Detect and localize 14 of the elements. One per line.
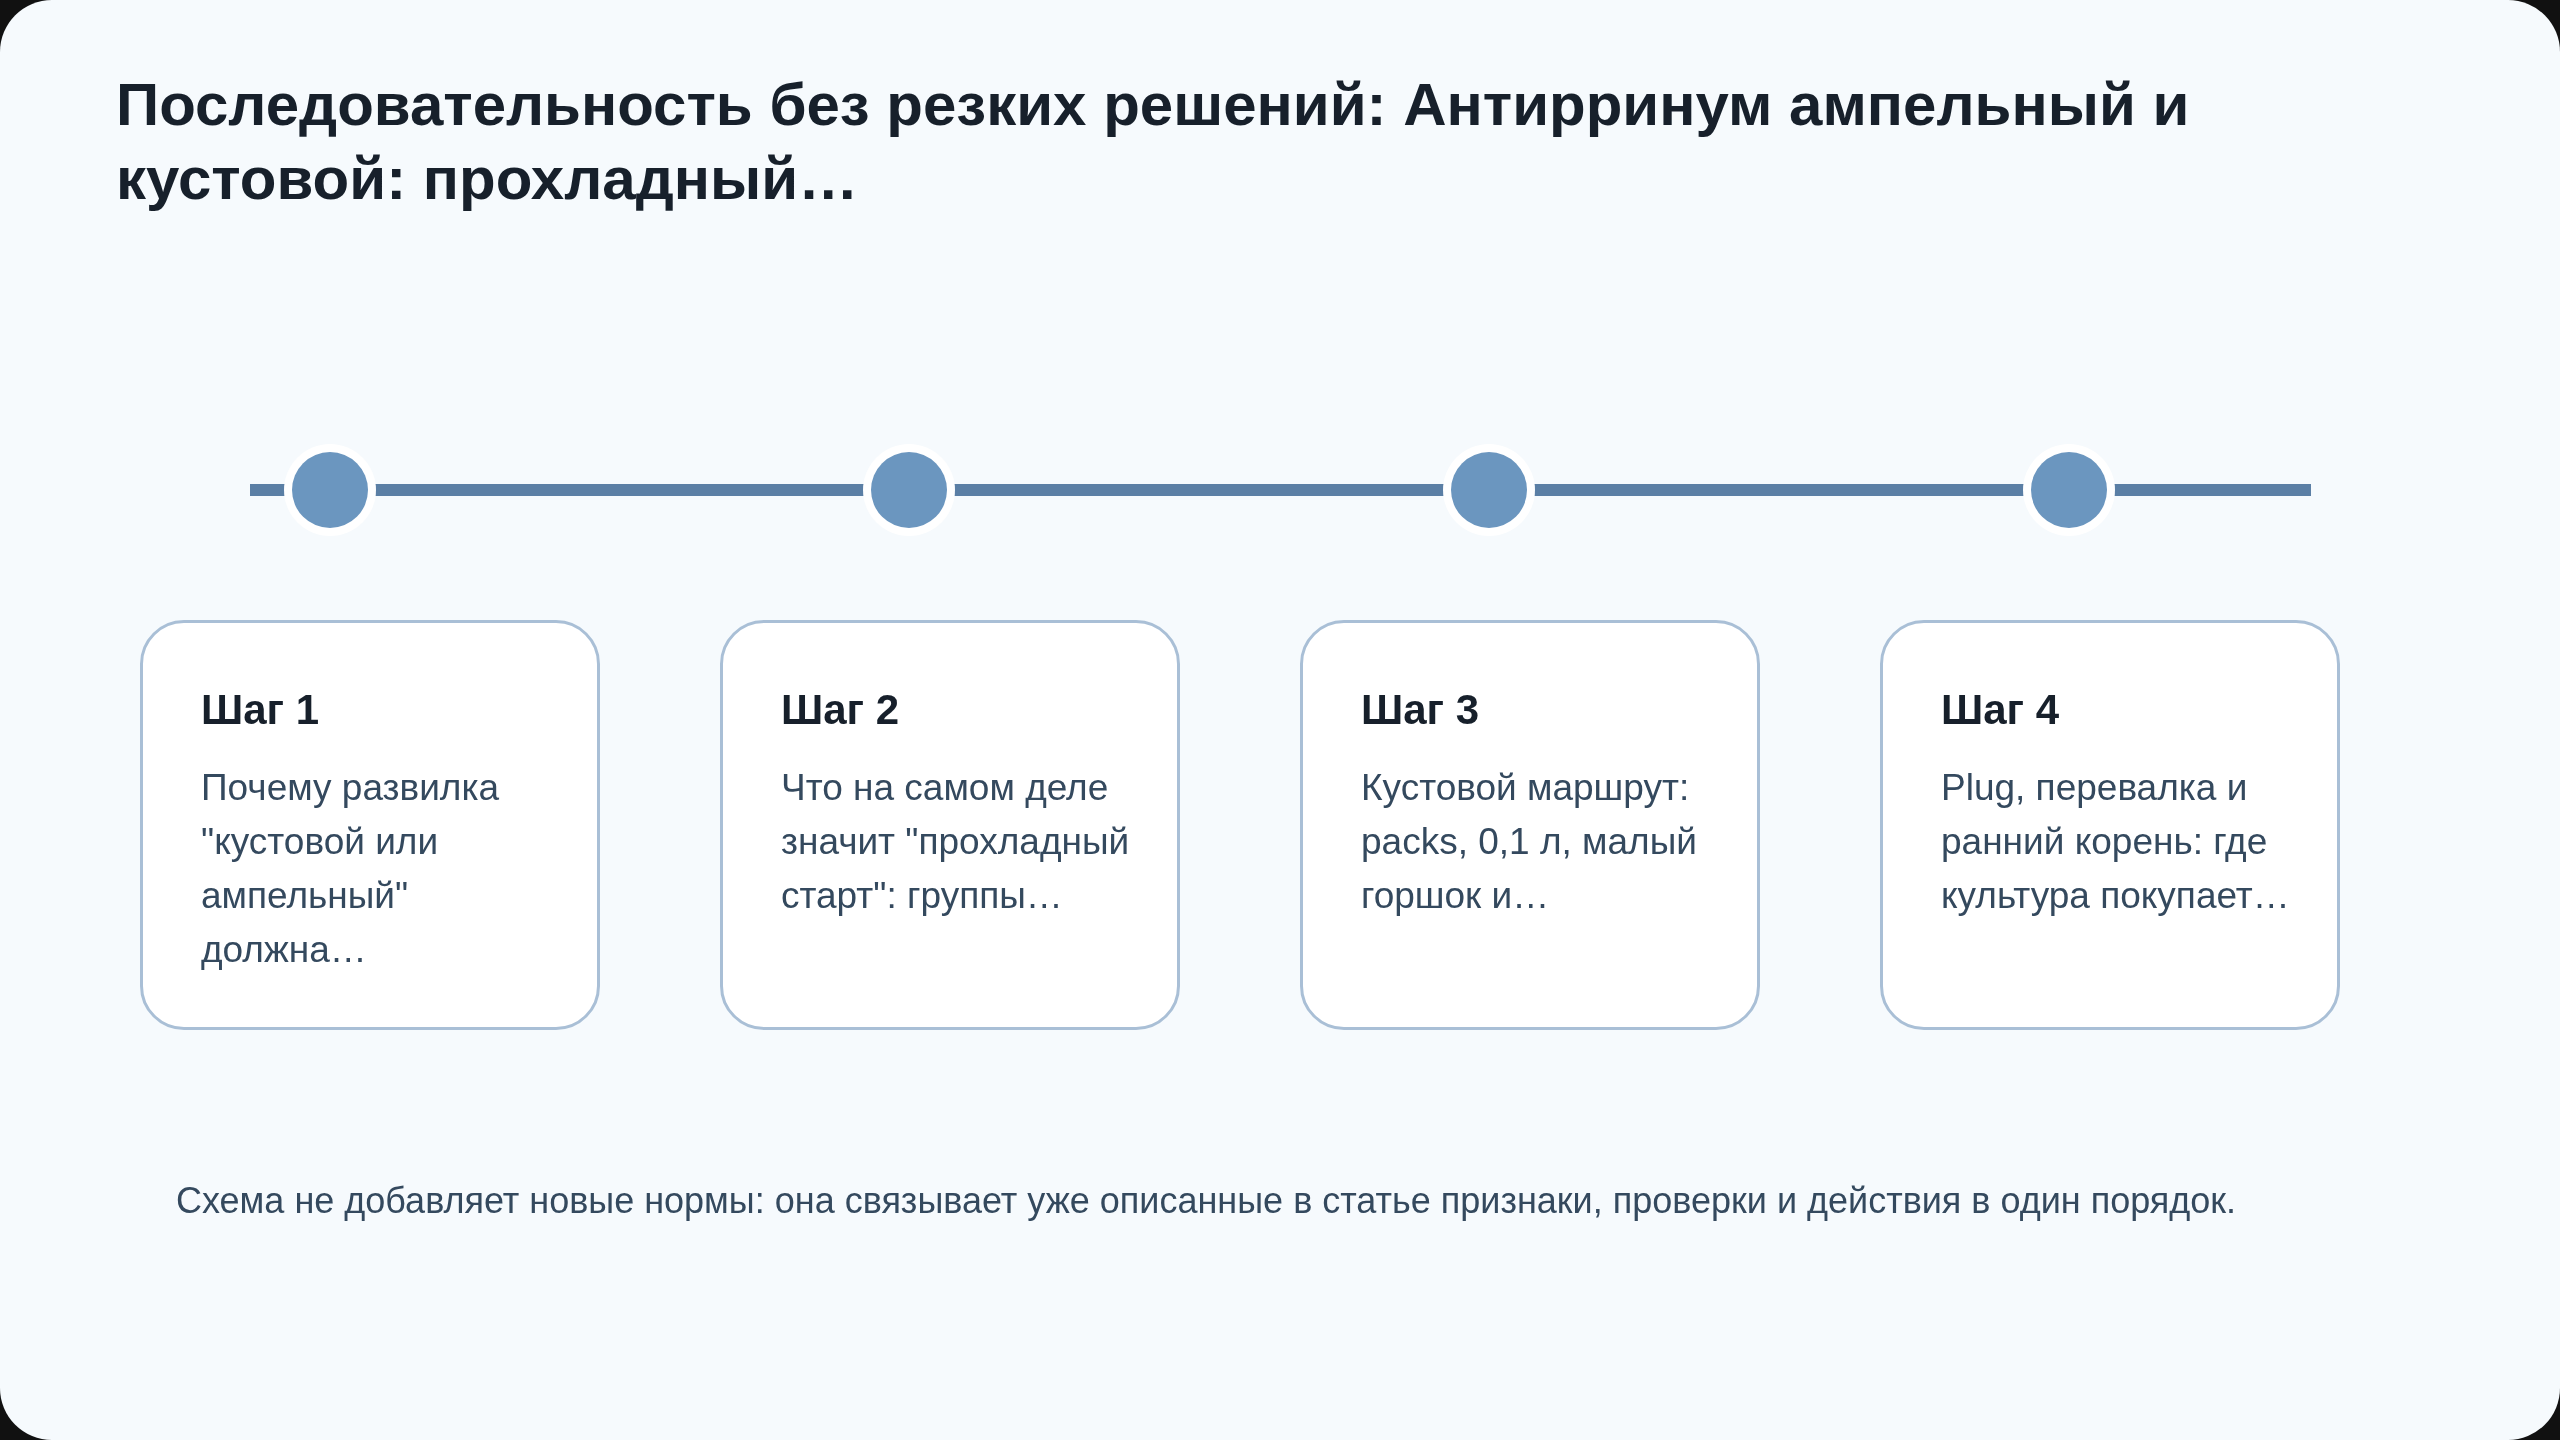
step-heading: Шаг 4 (1941, 685, 2061, 735)
step-heading: Шаг 1 (201, 685, 321, 735)
step-description: Plug, перевалка и ранний корень: где культура покупает… (1941, 766, 2291, 918)
step-description: Кустовой маршрут: packs, 0,1 л, малый горшок и… (1361, 766, 1698, 918)
diagram-title: Последовательность без резких решений: Антирринум ампельный и кустовой: прохладный… (116, 70, 2191, 214)
step-card (140, 620, 600, 1030)
step-heading: Шаг 3 (1361, 685, 1481, 735)
step-card (720, 620, 1180, 1030)
step-card (1880, 620, 2340, 1030)
step-card (1300, 620, 1760, 1030)
footnote: Схема не добавляет новые нормы: она связывает уже описанные в статье признаки, проверки и действия в один порядок. (176, 1180, 2237, 1222)
step-description: Почему развилка "кустовой или ампельный" должна… (201, 766, 501, 972)
step-heading: Шаг 2 (781, 685, 901, 735)
step-description: Что на самом деле значит "прохладный старт": группы… (781, 766, 1131, 918)
